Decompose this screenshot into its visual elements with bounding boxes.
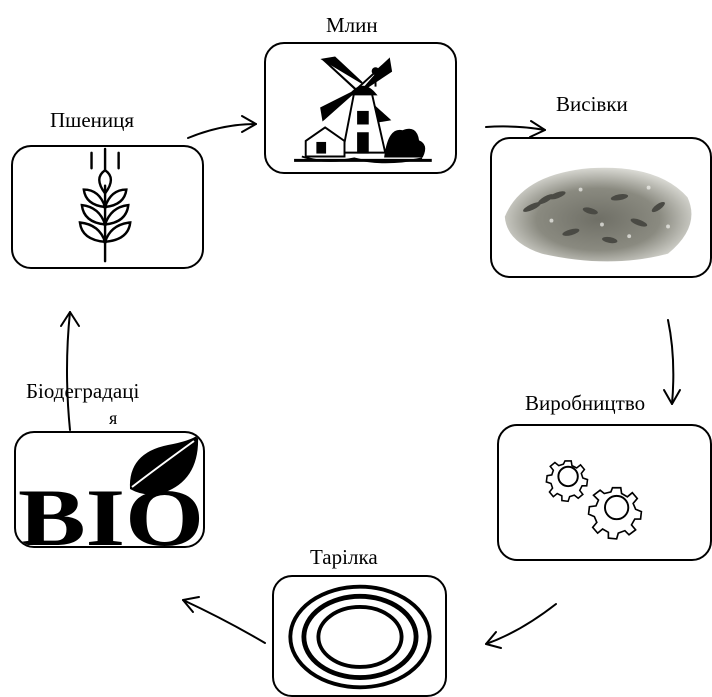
production-node bbox=[497, 424, 712, 561]
bio-logo-text: BIO bbox=[18, 472, 204, 548]
mill-label: Млин bbox=[326, 13, 378, 37]
biodegradation-label-line2: я bbox=[109, 406, 117, 430]
wheat-ear-icon bbox=[13, 147, 202, 267]
bran-node bbox=[490, 137, 712, 278]
bran-pile-image bbox=[492, 139, 710, 276]
plate-label: Тарілка bbox=[310, 545, 378, 569]
arrow-plate-to-biodegradation bbox=[183, 597, 265, 643]
arrow-wheat-to-mill bbox=[188, 116, 256, 138]
arrow-mill-to-bran bbox=[486, 121, 545, 137]
windmill-icon bbox=[266, 44, 455, 172]
plate-node bbox=[272, 575, 447, 697]
biodegradation-node: BIO bbox=[14, 431, 205, 548]
bran-label: Висівки bbox=[556, 92, 628, 116]
wheat-node bbox=[11, 145, 204, 269]
plate-icon bbox=[274, 577, 445, 695]
arrow-biodegradation-to-wheat bbox=[61, 312, 79, 430]
arrow-bran-to-production bbox=[664, 320, 680, 404]
production-label: Виробництво bbox=[525, 391, 645, 415]
gears-icon bbox=[499, 426, 710, 559]
arrow-production-to-plate bbox=[486, 604, 556, 648]
bio-logo: BIO bbox=[18, 433, 204, 548]
biodegradation-label-line1: Біодеградаці bbox=[26, 379, 139, 403]
mill-node bbox=[264, 42, 457, 174]
wheat-label: Пшениця bbox=[50, 108, 134, 132]
